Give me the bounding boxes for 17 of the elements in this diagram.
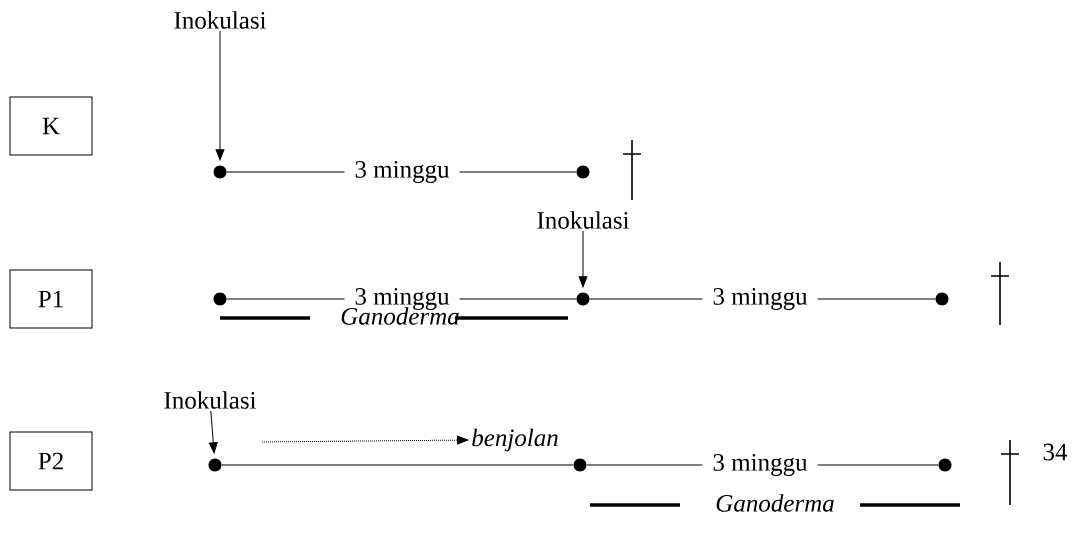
edge-label: 3 minggu [344,158,460,186]
group-box: P2 [9,431,93,491]
page-number: 34 [1043,443,1068,461]
event-label: benjolan [472,428,558,452]
arrow [578,230,588,288]
arrow [215,30,225,161]
edge-label: 3 minggu [702,285,818,313]
edge-label: 3 minggu [702,451,818,479]
bar-label: Ganoderma [716,494,834,512]
event-label: Inokulasi [164,391,257,409]
event-label: Inokulasi [537,211,630,229]
group-box: K [9,96,93,156]
event-label: Inokulasi [174,11,267,29]
arrow [261,435,469,445]
timeline-line [221,464,574,466]
arrow [208,410,218,454]
group-box: P1 [9,269,93,329]
